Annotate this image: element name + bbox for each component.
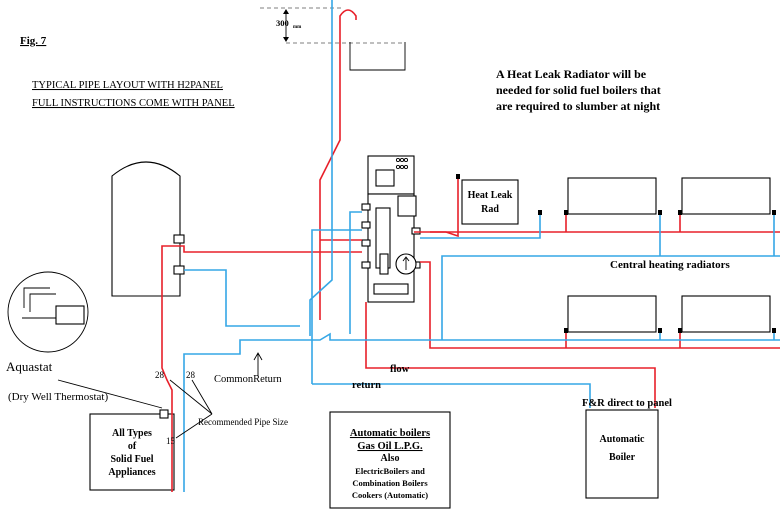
heat-leak-return xyxy=(420,214,541,239)
panel-stem xyxy=(379,253,389,275)
flow-label: flow xyxy=(390,364,410,375)
automatic-boiler-flow xyxy=(365,302,656,408)
feed-expansion-tank xyxy=(349,42,406,71)
cylinder-return-pipe xyxy=(184,269,300,327)
panel-port-5 xyxy=(411,227,421,235)
automatic-boiler xyxy=(585,409,659,499)
common-return-label: CommonReturn xyxy=(214,374,282,385)
dimension-300mm: 300 mm xyxy=(260,7,405,44)
heading-line-2: FULL INSTRUCTIONS COME WITH PANEL xyxy=(32,98,235,109)
radiator-top-2 xyxy=(681,177,771,215)
solid-fuel-line-4: Appliances xyxy=(108,467,155,478)
cylinder-bottom-fitting xyxy=(173,265,185,275)
recommended-pipe-size: Recommended Pipe Size xyxy=(198,417,288,427)
radiator-bottom-2 xyxy=(681,295,771,333)
panel-display xyxy=(375,169,395,187)
radiator-valves xyxy=(456,174,776,333)
solid-fuel-appliance xyxy=(89,413,175,491)
heat-leak-flow xyxy=(414,178,459,238)
auto-boilers-line-1: ElectricBoilers and xyxy=(355,466,425,476)
dry-well-label: (Dry Well Thermostat) xyxy=(8,391,108,403)
pipe-size-15: 15 xyxy=(166,436,176,446)
hot-water-cylinder xyxy=(111,161,181,297)
aquastat-detail xyxy=(7,271,163,409)
note-line-2: needed for solid fuel boilers that xyxy=(496,83,661,97)
dimension-unit: mm xyxy=(293,25,302,30)
panel-indicator-1 xyxy=(395,157,401,163)
radiator-return-main xyxy=(441,255,780,340)
h2-panel xyxy=(361,155,421,303)
note-line-1: A Heat Leak Radiator will be xyxy=(496,67,647,81)
dimension-value: 300 xyxy=(276,18,289,28)
aquastat-pointer xyxy=(57,379,163,409)
radiator-return-risers xyxy=(659,214,775,340)
automatic-boiler-return xyxy=(312,383,591,408)
panel-indicator-2 xyxy=(399,157,405,163)
heading-line-1: TYPICAL PIPE LAYOUT WITH H2PANEL xyxy=(32,80,223,91)
pump-arrow xyxy=(402,256,410,270)
panel-base xyxy=(373,283,409,295)
heat-leak-radiator xyxy=(461,179,519,225)
heat-leak-label-1: Heat Leak xyxy=(468,190,513,201)
solid-fuel-flow-pipe xyxy=(161,245,362,492)
panel-port-3 xyxy=(361,239,371,247)
aquastat-pocket xyxy=(159,409,169,419)
figure-label: Fig. 7 xyxy=(20,35,47,47)
return-pipes xyxy=(183,0,780,492)
panel-return-branch xyxy=(349,211,362,334)
aquastat-body xyxy=(55,305,85,325)
solid-fuel-line-3: Solid Fuel xyxy=(110,454,153,465)
common-return-pipe xyxy=(183,332,780,492)
radiator-top-1 xyxy=(567,177,657,215)
note-line-3: are required to slumber at night xyxy=(496,99,660,113)
automatic-boiler-line-1: Automatic xyxy=(600,434,646,445)
radiator-flow-drops xyxy=(565,214,681,348)
cold-feed-pipe xyxy=(309,0,333,336)
automatic-boiler-line-2: Boiler xyxy=(609,452,636,463)
panel-indicator-3 xyxy=(403,157,409,163)
solid-fuel-line-2: of xyxy=(128,441,137,452)
aquastat-label: Aquastat xyxy=(6,359,53,374)
pipe-size-28-a: 28 xyxy=(155,370,165,380)
panel-port-1 xyxy=(361,203,371,211)
fr-direct-label: F&R direct to panel xyxy=(582,398,672,409)
pipe-size-28-b: 28 xyxy=(186,370,196,380)
panel-port-2 xyxy=(361,221,371,229)
common-return-arrow xyxy=(253,352,263,376)
radiator-bottom-1 xyxy=(567,295,657,333)
panel-indicator-5 xyxy=(399,164,405,170)
open-vent-pipe xyxy=(319,9,357,320)
radiator-flow-main xyxy=(420,261,780,349)
panel-return-upper xyxy=(311,229,362,384)
aquastat-magnifier xyxy=(7,271,89,353)
panel-indicator-4 xyxy=(395,164,401,170)
panel-valve xyxy=(397,195,417,217)
heat-leak-label-2: Rad xyxy=(481,204,499,215)
panel-port-4 xyxy=(361,261,371,269)
auto-boilers-line-3: Cookers (Automatic) xyxy=(352,490,428,500)
aquastat-capillary xyxy=(23,287,56,312)
central-heating-label: Central heating radiators xyxy=(610,259,730,271)
panel-indicator-6 xyxy=(403,164,409,170)
auto-boilers-title: Automatic boilers xyxy=(350,428,430,439)
return-label: return xyxy=(352,380,381,391)
automatic-boilers-box xyxy=(329,411,451,509)
cylinder-top-fitting xyxy=(173,234,185,244)
auto-boilers-also: Also xyxy=(381,453,400,464)
auto-boilers-fuels: Gas Oil L.P.G. xyxy=(357,441,423,452)
auto-boilers-line-2: Combination Boilers xyxy=(352,478,428,488)
flow-pipes xyxy=(161,9,780,492)
pipe-size-leaders xyxy=(169,379,213,439)
solid-fuel-line-1: All Types xyxy=(112,428,152,439)
